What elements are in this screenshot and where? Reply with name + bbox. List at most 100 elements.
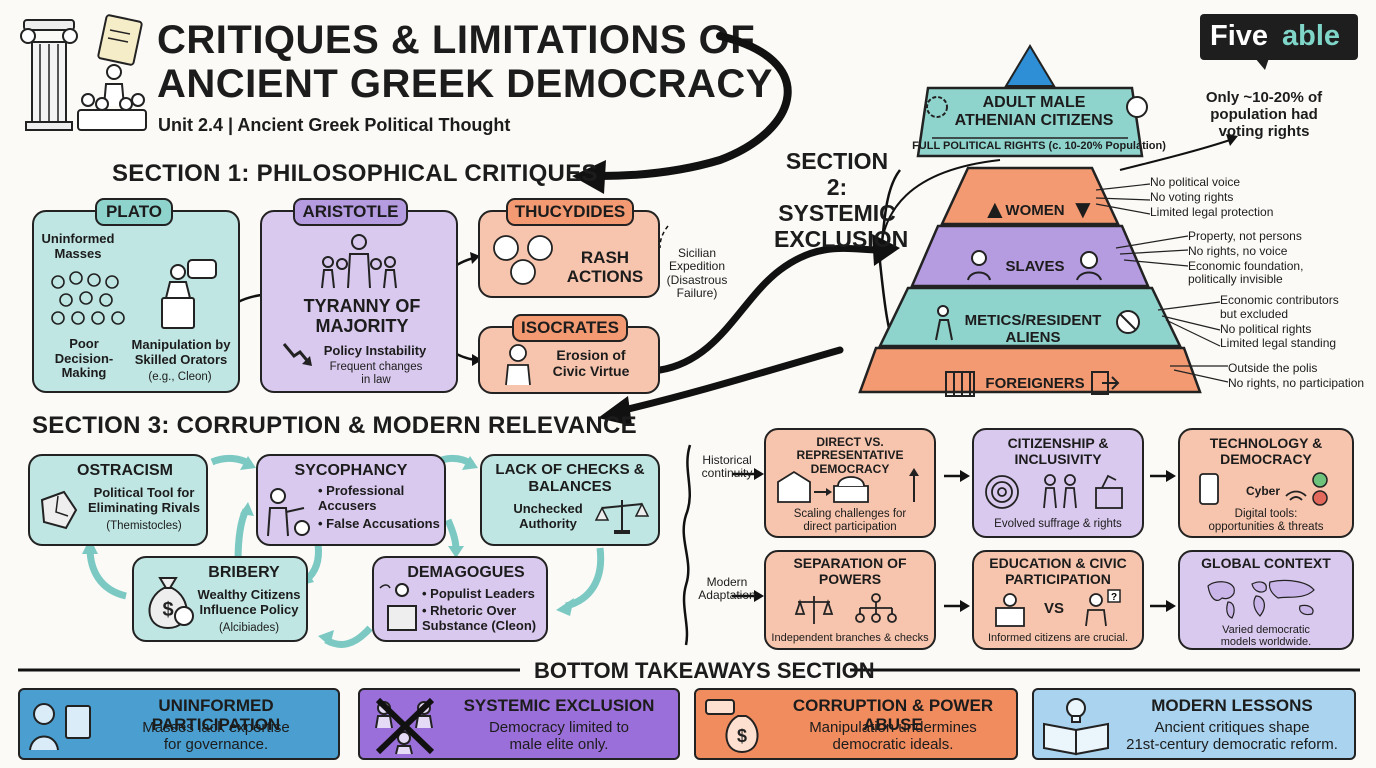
row2-label: Modern Adaptation: [698, 575, 756, 603]
accuser-icon: [267, 488, 310, 537]
logo-tail: [1255, 58, 1269, 70]
plato-masses: Uninformed Masses: [41, 231, 115, 261]
takeaway-desc-1: Masses lack expertise for governance.: [142, 719, 290, 753]
thucydides-sicilian: Sicilian Expedition (Disastrous Failure): [666, 246, 728, 301]
broken-pot-icon: [40, 490, 78, 530]
education-desc: Informed citizens are crucial.: [988, 632, 1128, 644]
row1-label: Historical continuity: [701, 453, 753, 481]
plato-example: (e.g., Cleon): [148, 371, 212, 383]
buildings-icon: [777, 468, 919, 503]
takeaway-card-2: [358, 688, 680, 760]
takeaway-title-4: MODERN LESSONS: [1151, 696, 1313, 715]
section2-title: SECTION 2: SYSTEMIC EXCLUSION: [774, 148, 909, 252]
citizenship-title: CITIZENSHIP & INCLUSIVITY: [1007, 435, 1109, 467]
ostracism-desc: Political Tool for Eliminating Rivals: [88, 485, 200, 515]
logo-text-able: able: [1282, 20, 1341, 52]
technology-desc: Digital tools: opportunities & threats: [1208, 508, 1324, 533]
demagogues-item-1: • Populist Leaders: [422, 586, 535, 601]
pyramid-women-label: WOMEN: [1005, 202, 1065, 219]
svg-text:?: ?: [1111, 592, 1117, 603]
svg-text:$: $: [162, 599, 173, 621]
plato-tag: PLATO: [95, 198, 173, 226]
plato-poor: Poor Decision- Making: [54, 336, 114, 381]
education-title: EDUCATION & CIVIC PARTICIPATION: [989, 555, 1127, 587]
world-map-icon: [1207, 579, 1315, 619]
checks-title: LACK OF CHECKS & BALANCES: [495, 461, 645, 495]
target-voting-icon: [985, 474, 1123, 509]
sycophancy-title: SYCOPHANCY: [294, 462, 408, 479]
global-card: [1178, 550, 1354, 650]
trend-down-icon: [282, 343, 312, 366]
education-vs: VS: [1044, 600, 1065, 617]
laurel-icon: [926, 96, 948, 118]
crumbling-statue-icon: [505, 344, 531, 386]
citizenship-card: [972, 428, 1144, 538]
takeaway-desc-2: Democracy limited to male elite only.: [488, 719, 630, 753]
slaves-notes: Property, not persons No rights, no voic…: [1188, 229, 1304, 287]
aristotle-card: [260, 210, 458, 393]
direct-title: DIRECT VS. REPRESENTATIVE DEMOCRACY: [796, 435, 904, 476]
pyramid: [858, 44, 1202, 394]
citizenship-desc: Evolved suffrage & rights: [994, 518, 1122, 530]
separation-card: [764, 550, 936, 650]
sycophancy-item-1: • Professional Accusers: [318, 483, 405, 513]
traveler-icon: [935, 305, 953, 341]
logo-text-five: Five: [1210, 20, 1269, 52]
crowd-icon: [51, 271, 125, 325]
page-title: CRITIQUES & LIMITATIONS OF ANCIENT GREEK…: [157, 18, 773, 106]
takeaway-title-1: UNINFORMED PARTICIPATION: [151, 696, 281, 735]
foreigners-note-2: No rights, no participation: [1228, 375, 1365, 390]
global-title: GLOBAL CONTEXT: [1201, 555, 1331, 571]
isocrates-tag: ISOCRATES: [512, 314, 628, 342]
majority-people-icon: [321, 234, 397, 289]
coin-icon: [1126, 96, 1148, 118]
gate-icon: [945, 371, 975, 397]
excluded-people-icon: [375, 697, 435, 755]
column-icon: [18, 14, 148, 134]
pyramid-citizens-sub: FULL POLITICAL RIGHTS (c. 10-20% Populat…: [912, 140, 1166, 152]
aristotle-tag: ARISTOTLE: [293, 198, 408, 226]
section3-title: SECTION 3: CORRUPTION & MODERN RELEVANCE: [32, 412, 637, 439]
foreigners-note-1: Outside the polis: [1228, 361, 1318, 375]
women-note-1: No political voice: [1150, 175, 1241, 189]
pyramid-top-note: Only ~10-20% of population had voting ri…: [1205, 89, 1323, 140]
scales-icon: [594, 500, 650, 534]
reader-icon: [995, 593, 1025, 627]
demagogues-item-2: • Rhetoric Over Substance (Cleon): [422, 603, 537, 633]
section1-title: SECTION 1: PHILOSOPHICAL CRITIQUES: [112, 160, 598, 187]
takeaway-title-2: SYSTEMIC EXCLUSION: [463, 696, 655, 715]
chains-icon: [967, 250, 991, 281]
women-note-3: Limited legal protection: [1150, 204, 1274, 219]
separation-title: SEPARATION OF POWERS: [793, 555, 907, 587]
pyramid-foreigners-label: FOREIGNERS: [985, 375, 1085, 392]
slaves-note-1: Property, not persons: [1188, 229, 1302, 243]
phone-wifi-icon: [1199, 472, 1328, 506]
demagogues-title: DEMAGOGUES: [407, 564, 525, 581]
pyramid-note-leaders: [1095, 183, 1229, 383]
book-lightbulb-icon: [1043, 698, 1109, 756]
bottom-title: BOTTOM TAKEAWAYS SECTION: [534, 658, 875, 683]
metics-note-1: Economic contributors but excluded: [1220, 293, 1339, 321]
branches-icon: [794, 593, 897, 624]
aristotle-frequent: Frequent changes in law: [329, 361, 423, 386]
plato-manip: Manipulation by Skilled Orators: [131, 337, 231, 367]
aristotle-policy: Policy Instability: [323, 343, 427, 358]
confused-person-icon: ?: [1085, 589, 1121, 627]
women-note-2: No voting rights: [1150, 189, 1234, 204]
brand-logo: Five able: [1200, 14, 1358, 60]
slaves-note-3: Economic foundation, politically invisib…: [1188, 258, 1304, 287]
foreigners-notes: Outside the polis No rights, no particip…: [1228, 361, 1365, 391]
aristotle-tyranny: TYRANNY OF MAJORITY: [303, 296, 421, 337]
technology-cyber: Cyber: [1246, 484, 1281, 498]
thucydides-rash: RASH ACTIONS: [566, 248, 644, 287]
man-icon: ▲: [982, 194, 1008, 224]
metics-note-3: Limited legal standing: [1220, 336, 1337, 351]
ostracism-example: (Themistocles): [106, 520, 182, 532]
exit-icon: [1091, 371, 1120, 395]
ostracism-title: OSTRACISM: [77, 462, 173, 479]
isocrates-erosion: Erosion of Civic Virtue: [552, 347, 630, 379]
anxious-faces-icon: [493, 235, 553, 285]
bribe-hand-icon: $: [705, 699, 759, 754]
thucydides-tag: THUCYDIDES: [506, 198, 634, 226]
orator-icon: [161, 259, 217, 329]
